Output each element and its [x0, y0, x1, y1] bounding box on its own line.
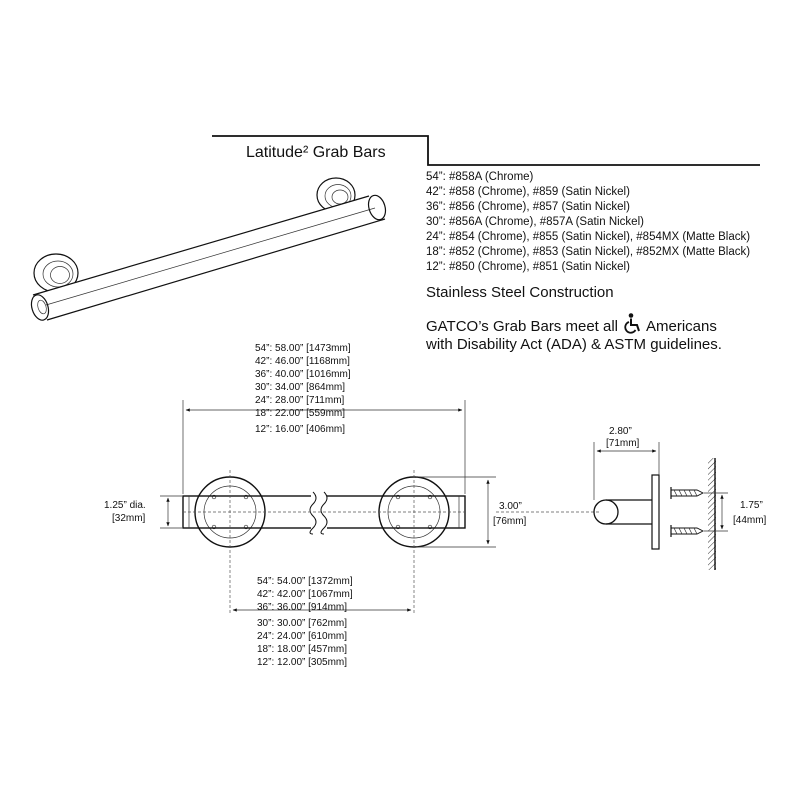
- overall-length-line: 36”: 40.00” [1016mm]: [255, 369, 351, 380]
- grab-bar-front-view: [182, 470, 466, 615]
- center-length-line: 18”: 18.00” [457mm]: [257, 644, 347, 655]
- screw-spacing-dimension: 1.75” [44mm]: [704, 492, 767, 532]
- overall-length-line: 24”: 28.00” [711mm]: [255, 395, 345, 406]
- product-title: Latitude² Grab Bars: [246, 144, 386, 161]
- center-length-line: 54”: 54.00” [1372mm]: [257, 576, 353, 587]
- ada-note-line1-start: GATCO’s Grab Bars meet all: [426, 318, 618, 335]
- grab-bar-side-view: [496, 458, 716, 570]
- model-list: 54”: #858A (Chrome) 42”: #858 (Chrome), …: [426, 171, 750, 273]
- overall-length-line: 42”: 46.00” [1168mm]: [255, 356, 350, 367]
- flange-mm: [76mm]: [493, 516, 527, 527]
- overall-length-list: 54”: 58.00” [1473mm] 42”: 46.00” [1168mm…: [255, 343, 351, 435]
- screw-spacing-inch: 1.75”: [740, 500, 763, 511]
- flange-dimension: 3.00” [76mm]: [416, 476, 527, 548]
- center-length-line: 36”: 36.00” [914mm]: [257, 602, 347, 613]
- overall-length-dimension: [182, 400, 466, 494]
- projection-inch: 2.80”: [609, 426, 632, 437]
- diameter-dimension: 1.25” dia. [32mm]: [104, 495, 182, 529]
- model-line: 54”: #858A (Chrome): [426, 171, 534, 183]
- overall-length-line: 18”: 22.00” [559mm]: [255, 408, 345, 419]
- model-line: 42”: #858 (Chrome), #859 (Satin Nickel): [426, 186, 630, 198]
- center-length-line: 30”: 30.00” [762mm]: [257, 618, 347, 629]
- grab-bar-isometric-view: [30, 177, 387, 321]
- flange-inch: 3.00”: [499, 501, 522, 512]
- wheelchair-accessibility-icon: [624, 313, 640, 334]
- center-length-list: 54”: 54.00” [1372mm] 42”: 42.00” [1067mm…: [257, 576, 353, 668]
- projection-dimension: 2.80” [71mm]: [593, 426, 660, 500]
- model-line: 18”: #852 (Chrome), #853 (Satin Nickel),…: [426, 246, 750, 258]
- overall-length-line: 12”: 16.00” [406mm]: [255, 424, 345, 435]
- model-line: 30”: #856A (Chrome), #857A (Satin Nickel…: [426, 216, 644, 228]
- ada-note-line2: with Disability Act (ADA) & ASTM guideli…: [425, 336, 722, 353]
- center-length-line: 24”: 24.00” [610mm]: [257, 631, 347, 642]
- overall-length-line: 30”: 34.00” [864mm]: [255, 382, 345, 393]
- model-line: 12”: #850 (Chrome), #851 (Satin Nickel): [426, 261, 630, 273]
- screw-spacing-mm: [44mm]: [733, 515, 767, 526]
- diameter-mm: [32mm]: [112, 513, 146, 524]
- ada-note-line1-end: Americans: [646, 318, 717, 335]
- center-length-line: 12”: 12.00” [305mm]: [257, 657, 347, 668]
- model-line: 24”: #854 (Chrome), #855 (Satin Nickel),…: [426, 231, 750, 243]
- projection-mm: [71mm]: [606, 438, 640, 449]
- overall-length-line: 54”: 58.00” [1473mm]: [255, 343, 351, 354]
- model-line: 36”: #856 (Chrome), #857 (Satin Nickel): [426, 201, 630, 213]
- diameter-inch: 1.25” dia.: [104, 500, 146, 511]
- header-rule: [212, 135, 760, 166]
- center-length-line: 42”: 42.00” [1067mm]: [257, 589, 353, 600]
- construction-heading: Stainless Steel Construction: [426, 284, 614, 301]
